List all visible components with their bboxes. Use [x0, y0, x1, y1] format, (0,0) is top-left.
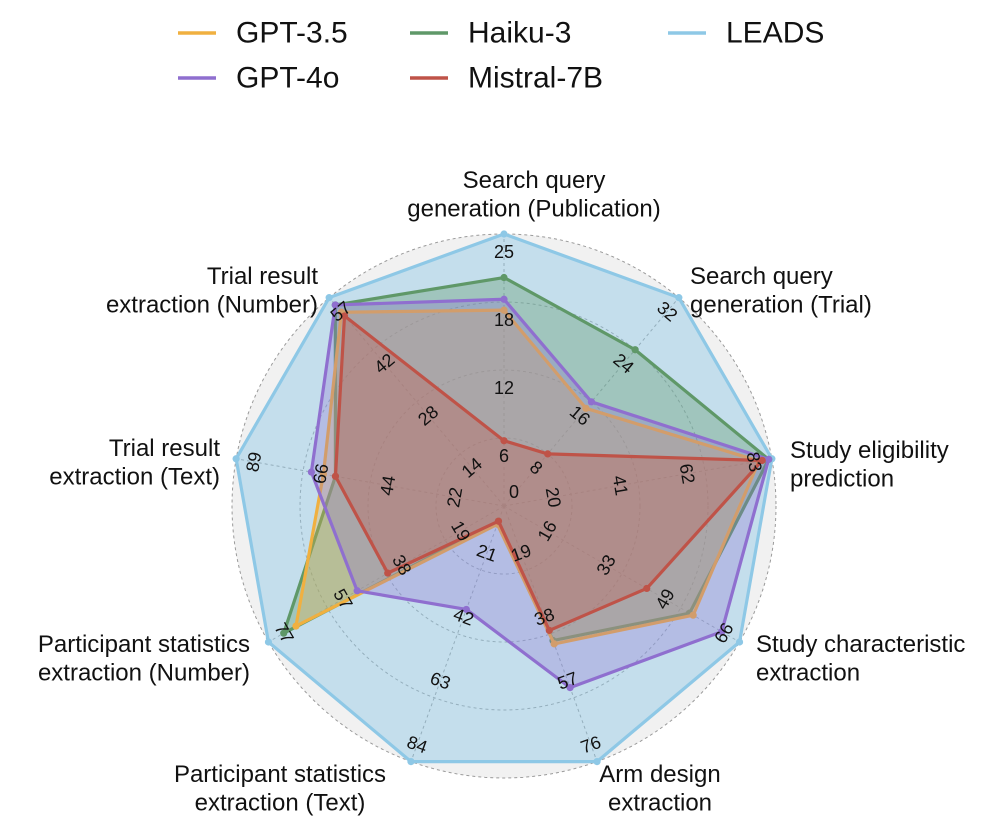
axis-label-5-line-2: extraction	[608, 789, 712, 816]
axis-label-1-line-2: generation (Publication)	[407, 195, 661, 222]
series-mistral-7b-point-2	[544, 450, 552, 458]
series-gpt-4o-point-3	[765, 455, 773, 463]
axis-label-6-line-1: Participant statistics	[174, 761, 386, 788]
axis-label-7-line-1: Participant statistics	[38, 631, 250, 658]
series-gpt-4o-point-8	[307, 468, 315, 476]
axis-label-6-line-2: extraction (Text)	[195, 789, 366, 816]
series-mistral-7b-point-6	[494, 517, 503, 525]
tick-label-axis-3-2: 41	[609, 474, 632, 497]
series-gpt-4o-point-2	[587, 398, 596, 406]
grid-ring-2	[367, 369, 641, 643]
legend-label-haiku-3: Haiku-3	[468, 17, 571, 50]
series-gpt-4o-polygon	[309, 297, 771, 690]
axis-label-8-line-2: extraction (Text)	[49, 463, 220, 490]
axis-label-7-line-2: extraction (Number)	[38, 659, 250, 686]
axis-label-2-line-1: Search query	[690, 263, 833, 290]
series-haiku-3-point-2	[631, 346, 639, 354]
series-leads-point-4	[735, 638, 744, 646]
tick-label-axis-3-1: 20	[542, 486, 565, 509]
axis-label-4-line-1: Study characteristic	[756, 631, 965, 658]
series-gpt-4o-point-5	[566, 684, 574, 692]
legend-label-gpt-3-5: GPT-3.5	[236, 17, 348, 50]
tick-label-axis-1-2: 12	[494, 378, 514, 398]
tick-label-axis-1-1: 6	[499, 446, 509, 466]
grid-ring-1	[435, 437, 573, 575]
series-gpt-3-5-point-1	[500, 306, 508, 314]
series-leads-point-9	[325, 294, 333, 302]
series-leads-point-8	[232, 455, 240, 463]
series-gpt-4o-point-6	[462, 605, 470, 614]
tick-label-axis-8-4: 89	[242, 450, 265, 473]
series-gpt-3-5-point-2	[582, 404, 590, 412]
series-mistral-7b-point-1	[500, 437, 508, 445]
series-mistral-7b-point-3	[758, 456, 766, 465]
series-mistral-7b-point-8	[331, 472, 340, 480]
series-gpt-4o-point-7	[353, 587, 361, 595]
tick-label-axis-1-3: 18	[494, 310, 514, 330]
series-leads-point-2	[675, 294, 683, 302]
series-haiku-3-point-1	[500, 273, 508, 282]
series-gpt-4o-point-9	[331, 301, 339, 309]
series-gpt-3-5-point-7	[292, 622, 300, 630]
axis-label-5-line-1: Arm design	[599, 761, 720, 788]
series-gpt-4o-point-4	[718, 628, 726, 636]
series-gpt-4o-point-1	[500, 295, 508, 303]
tick-label-axis-8-3: 66	[309, 462, 332, 485]
series-haiku-3-point-7	[280, 629, 288, 637]
series-mistral-7b-point-7	[384, 569, 392, 577]
tick-label-axis-3-3: 62	[676, 462, 699, 485]
axis-label-9-line-2: extraction (Number)	[106, 291, 318, 318]
grid-ring-3	[299, 301, 709, 711]
axis-label-9-line-1: Trial result	[207, 263, 318, 290]
axis-label-8-line-1: Trial result	[109, 435, 220, 462]
tick-label-axis-8-1: 22	[443, 486, 466, 509]
axis-label-1-line-1: Search query	[463, 167, 606, 194]
series-leads-polygon	[234, 232, 774, 764]
legend-label-gpt-4o: GPT-4o	[236, 62, 339, 95]
series-leads-point-7	[264, 638, 273, 646]
tick-label-axis-1-4: 25	[494, 242, 514, 262]
axis-label-3-line-1: Study eligibility	[790, 437, 949, 464]
legend-label-mistral-7b: Mistral-7B	[468, 62, 603, 95]
series-gpt-3-5-point-4	[689, 611, 697, 619]
axis-label-2-line-2: generation (Trial)	[690, 291, 872, 318]
tick-label-center: 0	[509, 482, 519, 502]
series-mistral-7b-point-5	[545, 626, 553, 635]
series-leads-point-6	[407, 757, 415, 766]
series-mistral-7b-polygon	[333, 314, 764, 633]
series-mistral-7b-point-4	[643, 584, 651, 593]
axis-label-4-line-2: extraction	[756, 659, 860, 686]
series-leads-point-5	[593, 757, 601, 766]
grid-ring-4	[231, 233, 777, 779]
series-mistral-7b-point-9	[340, 312, 349, 320]
tick-label-axis-8-2: 44	[376, 474, 399, 497]
series-gpt-3-5-point-5	[550, 640, 558, 648]
series-leads-point-1	[500, 230, 508, 238]
legend-label-leads: LEADS	[726, 17, 824, 50]
axis-label-3-line-2: prediction	[790, 465, 894, 492]
series-gpt-3-5-point-8	[319, 470, 328, 478]
tick-label-axis-3-4: 83	[743, 450, 766, 473]
